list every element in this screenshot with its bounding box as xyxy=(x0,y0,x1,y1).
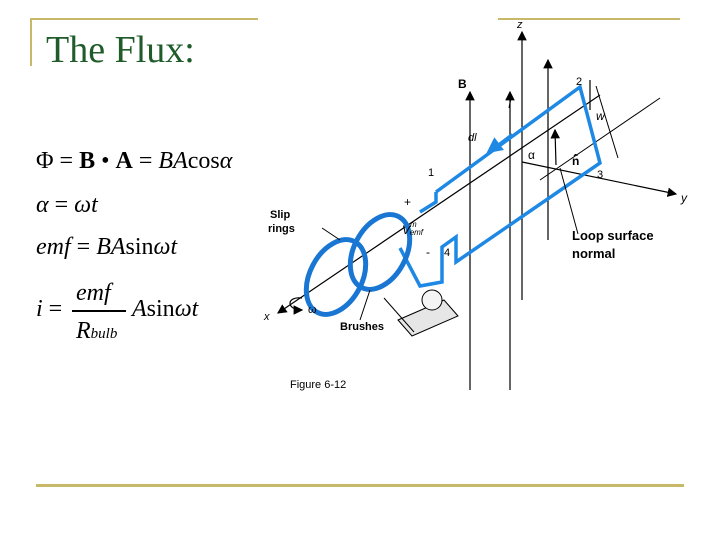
equals-sign: = xyxy=(138,148,153,174)
corner-2-label: 2 xyxy=(576,76,582,88)
ba-term: BA xyxy=(158,148,188,174)
b-vector: B xyxy=(79,148,96,174)
x-axis-label: x xyxy=(263,311,270,323)
bulb-subscript: bulb xyxy=(90,326,118,342)
left-rule xyxy=(30,18,32,66)
rotation-arrow-icon xyxy=(289,297,304,315)
bulb-icon xyxy=(421,289,443,311)
loop-normal-label-2: normal xyxy=(572,246,615,261)
brushes-label: Brushes xyxy=(340,321,384,333)
alpha-label: α xyxy=(528,148,535,162)
emf-term: emf xyxy=(36,234,71,260)
equation-emf: emf = BAsinωt xyxy=(36,234,177,261)
corner-4-label: 4 xyxy=(444,247,450,259)
current-symbol: i = xyxy=(36,296,62,323)
fraction-numerator: emf xyxy=(76,280,111,307)
top-rule-gap xyxy=(258,17,498,21)
alpha-symbol: α xyxy=(36,192,49,218)
figure-caption: Figure 6-12 xyxy=(290,379,346,391)
vemf-symbol: V xyxy=(402,223,411,237)
i-symbol: i xyxy=(36,296,43,322)
slip-ring xyxy=(347,212,413,292)
x-axis xyxy=(277,94,601,314)
slip-rings-label-1: Slip xyxy=(270,209,290,221)
equals-sign: = xyxy=(76,234,91,260)
slip-rings-label-2: rings xyxy=(268,223,295,235)
alpha-symbol: α xyxy=(219,148,233,174)
equation-flux: Φ = B • A = BAcosα xyxy=(36,148,232,175)
fraction-bar xyxy=(72,310,126,312)
ba-term: BA xyxy=(96,234,126,260)
cos-function: cos xyxy=(187,148,220,174)
current-loop xyxy=(398,84,603,288)
slip-ring xyxy=(303,237,369,317)
corner-1-label: 1 xyxy=(428,167,434,179)
normal-vector xyxy=(550,128,561,166)
a-term: A xyxy=(132,296,147,322)
emf-term: emf xyxy=(76,280,111,306)
dl-label: dl xyxy=(468,132,477,144)
fraction-denominator: Rbulb xyxy=(76,318,117,345)
equals-sign: = xyxy=(59,148,74,174)
omega-t: ωt xyxy=(174,296,199,322)
sin-function: sin xyxy=(125,234,154,260)
omega-t: ωt xyxy=(153,234,178,260)
current-loop-lead xyxy=(419,192,438,214)
vemf-superscript: m xyxy=(410,220,417,229)
normal-label: n̂ xyxy=(572,153,579,168)
current-arrow xyxy=(486,133,513,154)
r-symbol: R xyxy=(76,318,91,344)
field-label: B xyxy=(458,77,467,91)
equation-current-rhs: Asinωt xyxy=(132,296,198,323)
a-vector: A xyxy=(115,148,133,174)
z-axis-label: z xyxy=(516,19,523,31)
loop-normal-label-1: Loop surface xyxy=(572,228,654,243)
omega-label: ω xyxy=(308,304,317,316)
corner-3-label: 3 xyxy=(597,169,603,181)
width-dimension xyxy=(595,85,619,159)
equals-sign: = xyxy=(54,192,69,218)
slide-title: The Flux: xyxy=(46,29,195,71)
plus-terminal: + xyxy=(404,195,411,209)
omega-t: ωt xyxy=(74,192,98,218)
brush-lead xyxy=(383,297,415,333)
dot-operator: • xyxy=(101,148,110,174)
equals-sign: = xyxy=(48,296,63,322)
current-label: I xyxy=(508,97,512,111)
sin-function: sin xyxy=(146,296,175,322)
width-label: w xyxy=(596,109,606,123)
normal-leader xyxy=(559,167,579,235)
bottom-rule xyxy=(36,484,684,487)
vemf-subscript: emf xyxy=(410,228,424,237)
y-axis xyxy=(521,161,678,197)
slip-rings-leader xyxy=(321,227,341,241)
equation-alpha: α = ωt xyxy=(36,192,98,219)
flux-symbol: Φ xyxy=(36,148,54,174)
minus-terminal: - xyxy=(426,245,430,259)
y-axis-label: y xyxy=(680,191,688,205)
brushes-leader xyxy=(359,289,371,321)
axis-extension xyxy=(539,97,661,181)
